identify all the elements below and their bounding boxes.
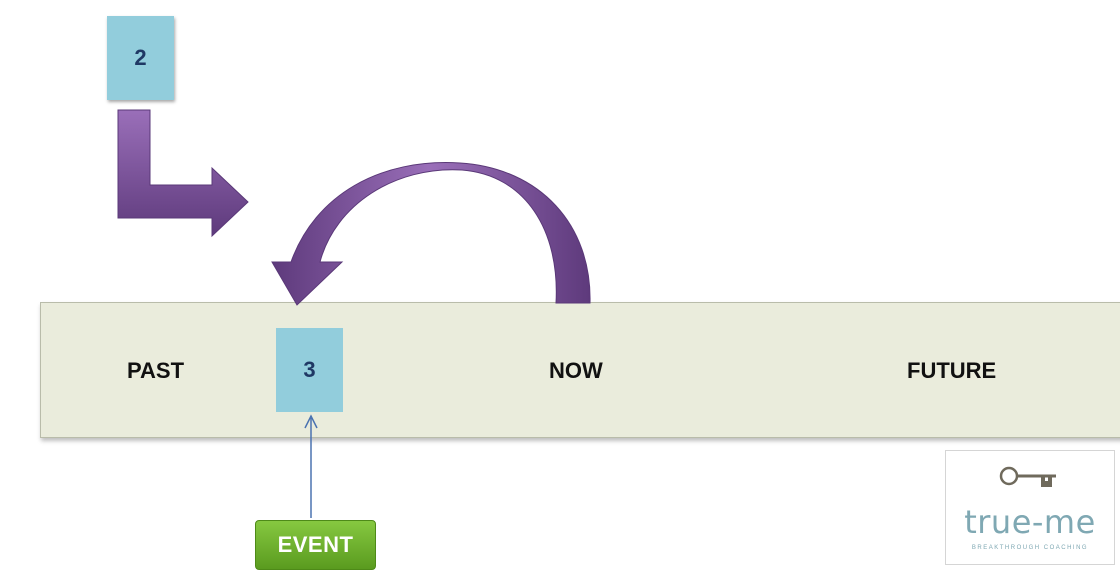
timeline-band — [40, 302, 1120, 438]
event-button[interactable]: EVENT — [255, 520, 376, 570]
curved-arrow — [271, 162, 591, 306]
timeline-label-now: NOW — [549, 358, 603, 383]
logo-wordmark: true-me — [964, 503, 1096, 541]
step-box-3: 3 — [276, 328, 343, 412]
logo-tagline: BREAKTHROUGH COACHING — [971, 545, 1089, 551]
event-connector-arrowhead — [304, 414, 318, 429]
true-me-logo: true-me BREAKTHROUGH COACHING — [945, 450, 1115, 565]
timeline-label-past: PAST — [127, 358, 185, 383]
key-icon — [999, 466, 1056, 487]
timeline-label-future: FUTURE — [907, 358, 997, 383]
bent-arrow — [117, 109, 249, 238]
step-box-2: 2 — [107, 16, 174, 100]
